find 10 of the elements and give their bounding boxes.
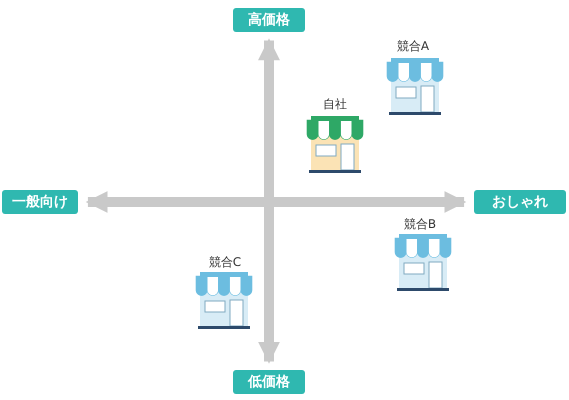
store-name: 自社 — [323, 96, 347, 113]
axis-label: 一般向け — [2, 190, 78, 214]
axis-arrow — [258, 38, 280, 364]
store-name: 競合A — [396, 38, 430, 55]
axis-arrow — [86, 191, 466, 213]
store-name: 競合C — [208, 254, 242, 271]
axis-label: 高価格 — [233, 8, 305, 32]
store-name: 競合B — [404, 216, 436, 233]
axis-label: 低価格 — [233, 370, 305, 394]
axis-label: おしゃれ — [474, 190, 566, 214]
